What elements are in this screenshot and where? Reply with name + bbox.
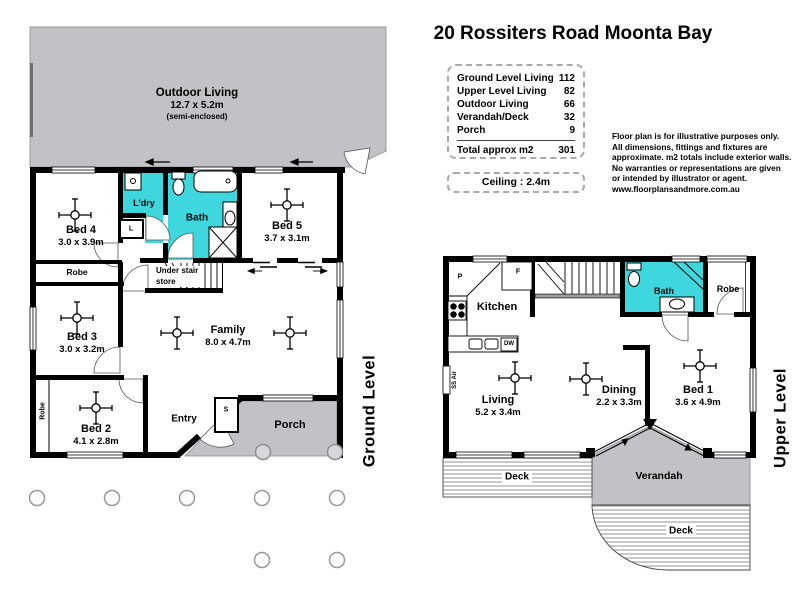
label-robe-bed2: Robe <box>39 402 47 420</box>
label-fridge: F <box>515 268 521 276</box>
label-linen: L <box>128 225 134 233</box>
upper-bath-fixtures <box>626 261 704 313</box>
room-label-outdoor-living: Outdoor Living 12.7 x 5.2m (semi-enclose… <box>155 87 239 121</box>
upper-windows <box>455 255 757 459</box>
label-store-s: S <box>223 406 229 414</box>
label-dishwasher: DW <box>504 341 514 347</box>
label-laundry: L'dry <box>133 198 155 208</box>
upper-level-plan <box>442 255 757 571</box>
post-icons-below <box>28 489 346 569</box>
upper-door-swing-icons <box>661 287 744 342</box>
label-pantry: P <box>457 273 463 281</box>
laundry-trough <box>124 172 142 191</box>
upper-walls <box>443 256 756 458</box>
label-entry: Entry <box>171 413 197 425</box>
label-deck-right: Deck <box>666 525 696 537</box>
stairs-upper <box>537 261 615 295</box>
linen-closet <box>119 219 144 239</box>
ceiling-note: Ceiling : 2.4m <box>447 172 585 193</box>
room-label-dining: Dining 2.2 x 3.3m <box>596 384 642 408</box>
room-label-bed2: Bed 2 4.1 x 2.8m <box>73 423 119 447</box>
page-title: 20 Rossiters Road Moonta Bay <box>433 23 713 44</box>
entry-store <box>214 397 239 433</box>
label-robe-bed4: Robe <box>66 267 88 277</box>
room-label-living: Living 5.2 x 3.4m <box>475 394 521 418</box>
deck-right-area <box>591 504 751 571</box>
label-verandah: Verandah <box>635 470 683 482</box>
label-kitchen: Kitchen <box>476 301 518 313</box>
label-deck-left: Deck <box>502 471 532 483</box>
verandah-area <box>591 425 751 506</box>
label-aircon: SS Air <box>452 371 458 389</box>
kitchen-fixtures <box>447 261 533 353</box>
room-label-bed3: Bed 3 3.0 x 3.2m <box>59 331 105 355</box>
upper-level-title: Upper Level <box>771 368 790 468</box>
label-bath-ground: Bath <box>185 212 209 224</box>
disclaimer: Floor plan is for illustrative purposes … <box>612 131 792 194</box>
label-robe-upper: Robe <box>716 284 740 294</box>
room-label-bed1: Bed 1 3.6 x 4.9m <box>675 384 721 408</box>
aircon-unit <box>442 365 451 395</box>
ground-level-title: Ground Level <box>360 354 379 468</box>
door-arrow-icons <box>144 158 313 166</box>
label-under-stair-store: Under stair store <box>156 266 201 287</box>
outdoor-living-area <box>29 26 387 168</box>
slide-arrow-icons <box>611 438 692 451</box>
room-label-bed4: Bed 4 3.0 x 3.9m <box>58 224 104 248</box>
windows <box>29 166 344 459</box>
room-label-bed5: Bed 5 3.7 x 3.1m <box>264 220 310 244</box>
post-icons <box>254 443 344 461</box>
stair-railing <box>534 293 621 299</box>
ground-level-plan <box>28 26 387 569</box>
label-porch: Porch <box>274 419 306 431</box>
bathroom-fixtures <box>171 170 238 259</box>
sliding-door-icons <box>246 261 329 275</box>
room-label-family: Family 8.0 x 4.7m <box>205 324 251 348</box>
label-bath-upper: Bath <box>654 286 674 296</box>
